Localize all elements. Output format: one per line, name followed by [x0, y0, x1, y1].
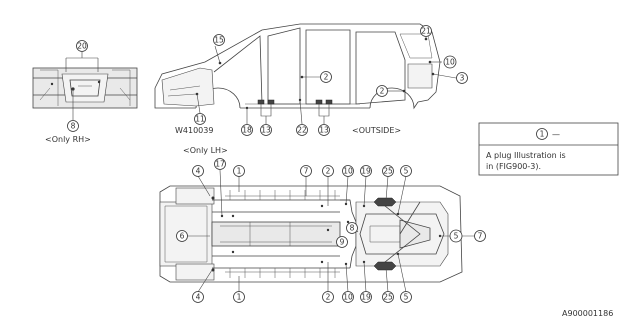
callout-13-a: 13 [260, 124, 272, 136]
callout-17-number: 17 [215, 160, 225, 169]
callout-8-rh-number: 8 [71, 122, 76, 131]
callout-4-top: 4 [192, 165, 204, 177]
callout-22-number: 22 [297, 126, 307, 135]
callout-6-number: 6 [180, 232, 185, 241]
callout-18: 18 [241, 124, 253, 136]
callout-15-number: 15 [214, 36, 224, 45]
callout-22: 22 [296, 124, 308, 136]
callout-19-bottom: 19 [360, 291, 372, 303]
callout-20: 20 [76, 40, 88, 52]
legend-line-1: A plug Illustration is [486, 151, 566, 160]
diagram-id: A900001186 [562, 309, 613, 318]
callout-13-a-number: 13 [261, 126, 271, 135]
callout-2-door: 2 [320, 71, 332, 83]
part-code-label: W410039 [175, 126, 213, 135]
callout-25-top-number: 25 [383, 167, 393, 176]
callout-11: 11 [194, 113, 206, 125]
callout-5-bottom: 5 [400, 291, 412, 303]
callout-18-number: 18 [242, 126, 252, 135]
callout-5-right: 5 [449, 229, 463, 243]
callout-3-number: 3 [460, 74, 465, 83]
callout-25-bottom-number: 25 [383, 293, 393, 302]
callout-21-number: 21 [421, 27, 431, 36]
legend-symbol-number: 1 [540, 130, 545, 139]
callout-15: 15 [213, 34, 225, 46]
rear-rh-panel-drawing [32, 67, 138, 109]
callout-4-bottom: 4 [192, 291, 204, 303]
callout-8-floor-number: 8 [350, 224, 355, 233]
callout-7-right-number: 7 [478, 232, 483, 241]
callout-9: 9 [336, 236, 348, 248]
callout-13-b-number: 13 [319, 126, 329, 135]
callout-5-top: 5 [400, 165, 412, 177]
callout-5-top-number: 5 [404, 167, 409, 176]
callout-10-bottom: 10 [342, 291, 354, 303]
callout-21: 21 [420, 25, 432, 37]
callout-17: 17 [214, 158, 226, 170]
outside-label: <OUTSIDE> [352, 126, 401, 135]
callout-20-number: 20 [77, 42, 87, 51]
callout-2-top: 2 [322, 165, 334, 177]
only-rh-label: <Only RH> [45, 135, 91, 144]
callout-3: 3 [456, 72, 468, 84]
callout-25-bottom: 25 [382, 291, 394, 303]
callout-1-bottom-number: 1 [237, 293, 242, 302]
callout-2-bottom-number: 2 [326, 293, 331, 302]
callout-1-bottom: 1 [233, 291, 245, 303]
callout-9-number: 9 [340, 238, 345, 247]
callout-7-top: 7 [300, 165, 312, 177]
callout-19-top: 19 [360, 165, 372, 177]
underbody-drawing [159, 185, 463, 283]
legend-line-2: in (FIG900-3). [486, 162, 541, 171]
legend-dash: — [552, 130, 560, 139]
legend-box [478, 122, 619, 176]
callout-5-bottom-number: 5 [404, 293, 409, 302]
callout-2-top-number: 2 [326, 167, 331, 176]
only-lh-label: <Only LH> [183, 146, 228, 155]
callout-19-bottom-number: 19 [361, 293, 371, 302]
callout-7-top-number: 7 [304, 167, 309, 176]
callout-2-bottom: 2 [322, 291, 334, 303]
callout-6: 6 [176, 230, 188, 242]
side-body-drawing [154, 23, 441, 110]
callout-4-top-number: 4 [196, 167, 201, 176]
callout-10-side-number: 10 [445, 58, 455, 67]
callout-10-top-number: 10 [343, 167, 353, 176]
callout-11-number: 11 [195, 115, 205, 124]
callout-1-top: 1 [233, 165, 245, 177]
callout-4-bottom-number: 4 [196, 293, 201, 302]
callout-8-floor: 8 [346, 222, 358, 234]
callout-10-top: 10 [342, 165, 354, 177]
callout-10-side: 10 [443, 55, 457, 69]
legend-symbol: 1 [536, 128, 548, 140]
callout-13-b: 13 [318, 124, 330, 136]
callout-8-rh: 8 [67, 120, 79, 132]
callout-2-rear-number: 2 [380, 87, 385, 96]
callout-2-rear: 2 [376, 85, 388, 97]
callout-25-top: 25 [382, 165, 394, 177]
callout-5-right-number: 5 [454, 232, 459, 241]
callout-10-bottom-number: 10 [343, 293, 353, 302]
callout-1-top-number: 1 [237, 167, 242, 176]
callout-7-right: 7 [474, 230, 486, 242]
callout-2-door-number: 2 [324, 73, 329, 82]
callout-19-top-number: 19 [361, 167, 371, 176]
